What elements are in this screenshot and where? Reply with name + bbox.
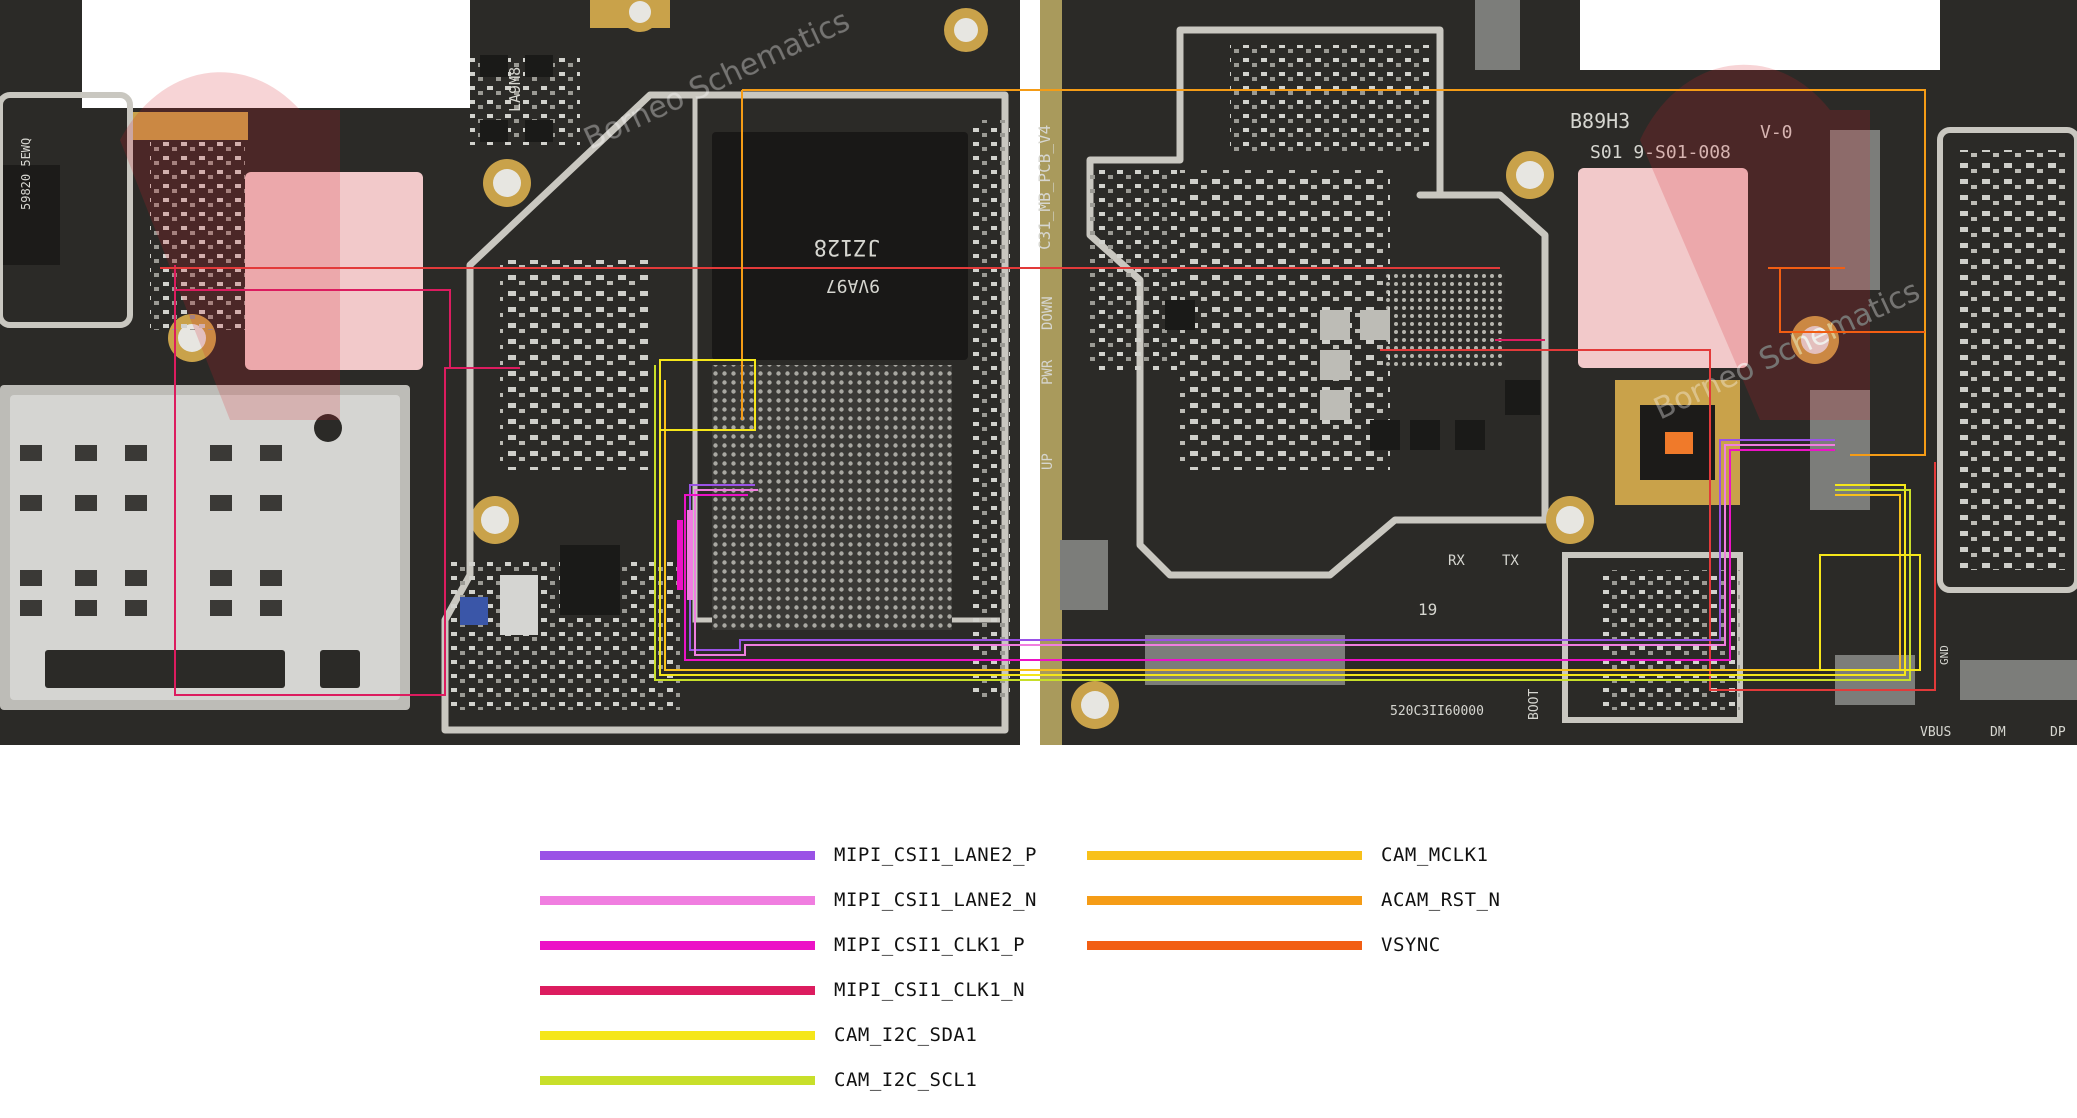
svg-text:GND: GND [1938,645,1951,665]
svg-text:BOOT: BOOT [1527,689,1542,720]
legend-label: CAM_I2C_SDA1 [834,1024,978,1046]
legend-label: ACAM_RST_N [1381,889,1501,911]
right-board: C31_MB_PCB_V4 DOWN PWR UP B89H3 S01 9-S0… [1035,0,2077,745]
legend-item-mclk1: CAM_MCLK1 [1087,840,1488,870]
legend-swatch [540,940,815,950]
svg-text:59820 5EWQ: 59820 5EWQ [19,138,33,210]
legend-label: CAM_I2C_SCL1 [834,1069,978,1091]
svg-text:UP: UP [1040,453,1056,470]
legend: MIPI_CSI1_LANE2_P MIPI_CSI1_LANE2_N MIPI… [0,745,2077,1118]
legend-item-vsync: VSYNC [1087,930,1441,960]
trace-sda1 [659,370,1906,676]
legend-item-lane2-n: MIPI_CSI1_LANE2_N [540,885,1037,915]
trace-lane2-n [694,444,1835,656]
legend-label: MIPI_CSI1_CLK1_P [834,934,1026,956]
svg-text:DM: DM [1990,725,2006,740]
svg-text:RX: RX [1448,553,1465,569]
legend-item-lane2-p: MIPI_CSI1_LANE2_P [540,840,1037,870]
svg-text:B89H3: B89H3 [1570,109,1630,133]
svg-text:V-0: V-0 [1760,122,1793,143]
left-board: LA9M8 59820 5EWQ JZ128 9VA97 [0,0,1020,745]
legend-item-acam-rst: ACAM_RST_N [1087,885,1500,915]
trace-red-right [1380,349,1936,691]
svg-text:PWR: PWR [1040,359,1056,385]
trace-acam-rst [742,89,1926,456]
pcb-board-diagram: LA9M8 59820 5EWQ JZ128 9VA97 [0,0,2077,745]
legend-swatch [540,985,815,995]
trace-scl1 [654,365,1911,681]
legend-swatch [540,895,815,905]
legend-swatch [1087,850,1362,860]
svg-text:19: 19 [1418,600,1437,619]
legend-label: MIPI_CSI1_LANE2_N [834,889,1037,911]
legend-label: MIPI_CSI1_LANE2_P [834,844,1037,866]
legend-swatch [540,1030,815,1040]
svg-text:LA9M8: LA9M8 [506,67,524,112]
legend-swatch [1087,940,1362,950]
legend-swatch [1087,895,1362,905]
legend-item-sda1: CAM_I2C_SDA1 [540,1020,977,1050]
svg-text:VBUS: VBUS [1920,725,1951,740]
legend-swatch [540,1075,815,1085]
svg-text:S01 9-S01-008: S01 9-S01-008 [1590,142,1731,163]
legend-item-clk1-p: MIPI_CSI1_CLK1_P [540,930,1025,960]
svg-text:DP: DP [2050,725,2066,740]
legend-swatch [540,850,815,860]
trace-clk1-n-2 [175,289,451,368]
legend-label: VSYNC [1381,934,1441,956]
svg-text:JZ128: JZ128 [814,234,880,259]
svg-text:TX: TX [1502,553,1519,569]
legend-label: MIPI_CSI1_CLK1_N [834,979,1026,1001]
pcb-photo-area: LA9M8 59820 5EWQ JZ128 9VA97 [0,0,2077,745]
trace-clk1-n [174,265,520,696]
legend-item-scl1: CAM_I2C_SCL1 [540,1065,977,1095]
svg-text:DOWN: DOWN [1040,296,1056,330]
signal-traces [160,89,1936,696]
svg-text:C31_MB_PCB_V4: C31_MB_PCB_V4 [1035,125,1054,250]
svg-text:9VA97: 9VA97 [826,275,880,296]
legend-label: CAM_MCLK1 [1381,844,1489,866]
trace-clk1-p [684,449,1835,661]
svg-text:520C3II60000: 520C3II60000 [1390,704,1484,719]
trace-vsync-2 [1779,268,1925,333]
legend-item-clk1-n: MIPI_CSI1_CLK1_N [540,975,1025,1005]
